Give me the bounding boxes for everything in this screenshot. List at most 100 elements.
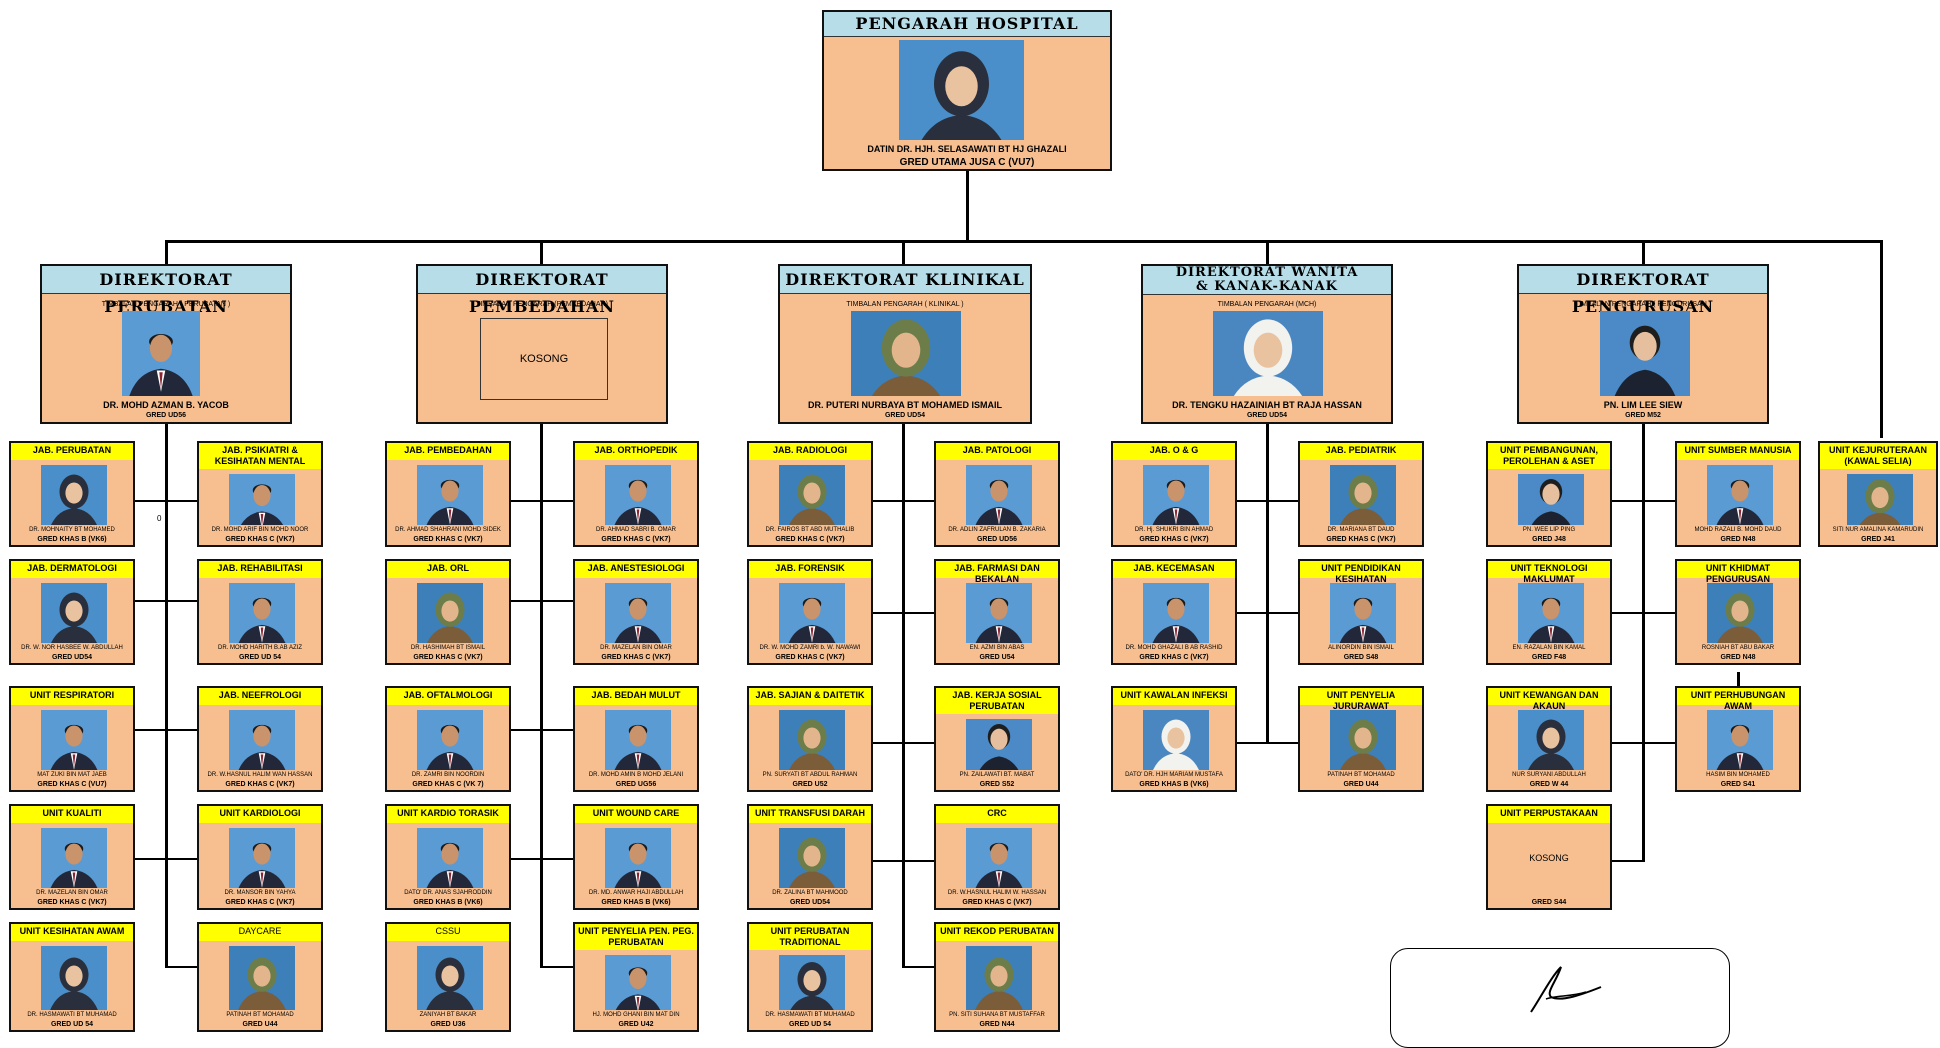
unit-photo [605,828,671,888]
directorate-title: DIREKTORAT PERUBATAN [42,266,290,316]
unit-head-name: SITI NUR AMALINA KAMARUDIN [1832,527,1924,533]
unit-title: JAB. OFTALMOLOGI [387,688,509,705]
unit-grade: GRED KHAS C (VK7) [225,899,295,906]
unit-photo [417,583,483,643]
unit-grade: GRED KHAS B (VK6) [1139,781,1209,788]
unit-grade: GRED KHAS C (VK7) [1139,536,1209,543]
unit-title: JAB. ANESTESIOLOGI [575,561,697,578]
unit-title: CRC [936,806,1058,823]
unit-title: UNIT SUMBER MANUSIA [1677,443,1799,460]
unit-title: JAB. RADIOLOGI [749,443,871,460]
director-title: PENGARAH HOSPITAL [824,12,1110,37]
unit-photo [41,465,107,525]
unit-title: UNIT KUALITI [11,806,133,823]
unit-title: UNIT PERHUBUNGAN AWAM [1677,688,1799,711]
unit-head-name: DR. HASMAWATI BT MUHAMAD [27,1012,117,1018]
directorate-name: DR. MOHD AZMAN B. YACOB [103,400,229,410]
unit-title: JAB. ORTHOPEDIK [575,443,697,460]
director-name: DATIN DR. HJH. SELASAWATI BT HJ GHAZALI [867,144,1067,154]
unit-photo [1707,710,1773,770]
unit-box: JAB. OFTALMOLOGI DR. ZAMRI BIN NOORDIN GRE… [385,686,511,792]
directorate-photo [851,311,961,396]
directorate-name: DR. PUTERI NURBAYA BT MOHAMED ISMAIL [807,400,1002,410]
directorate-perubatan: DIREKTORAT PERUBATAN TIMBALAN PENGARAH (… [40,264,292,424]
unit-photo [417,710,483,770]
unit-grade: GRED U44 [1343,781,1379,788]
unit-title: UNIT KESIHATAN AWAM [11,924,133,941]
unit-head-name: DR. MAZELAN BIN OMAR [36,890,108,896]
unit-photo [41,828,107,888]
unit-grade: GRED S52 [979,781,1015,788]
unit-head-name: DR. Hj. SHUKRI BIN AHMAD [1134,527,1214,533]
unit-photo [229,710,295,770]
unit-photo [605,955,671,1010]
unit-head-name: DR. AHMAD SABRI B. OMAR [595,527,676,533]
unit-title: UNIT TRANSFUSI DARAH [749,806,871,823]
unit-head-name: DR. ZAMRI BIN NOORDIN [411,772,485,778]
unit-photo [229,946,295,1010]
unit-title: UNIT PENDIDIKAN KESIHATAN [1300,561,1422,584]
unit-grade: GRED W 44 [1529,781,1569,788]
unit-head-name: DR. HASMAWATI BT MUHAMAD [765,1012,855,1018]
unit-grade: GRED J41 [1861,536,1895,543]
unit-head-name: DR. MOHNAITY BT MOHAMED [29,527,115,533]
unit-grade: GRED KHAS C (VK7) [962,899,1032,906]
unit-head-name: ZANIYAH BT BAKAR [419,1012,477,1018]
unit-head-name: NUR SURYANI ABDULLAH [1512,772,1586,778]
unit-head-name: DR. MOHD ARIF BIN MOHD NOOR [211,527,309,533]
unit-head-name: DR. AHMAD SHAHRANI MOHD SIDEK [395,527,501,533]
unit-grade: GRED S48 [1343,654,1379,661]
unit-grade: GRED S44 [1531,899,1567,906]
directorate-role: TIMBALAN PENGARAH ( PERUBATAN ) [101,301,231,308]
unit-title: UNIT WOUND CARE [575,806,697,823]
vacant-placeholder: KOSONG [480,318,608,400]
unit-head-name: MOHD RAZALI B. MOHD DAUD [1694,527,1782,533]
unit-photo [1518,710,1584,770]
unit-grade: GRED KHAS C (VK 7) [412,781,484,788]
directorate-photo [1600,311,1690,396]
directorate-title: DIREKTORAT PENGURUSAN [1519,266,1767,316]
unit-title: UNIT KARDIOLOGI [199,806,321,823]
unit-box: JAB. RADIOLOGI DR. FAIROS BT ABD MUTHALIB… [747,441,873,547]
unit-photo [1143,465,1209,525]
unit-head-name: DATO' DR. ANAS SJAHRODDIN [404,890,492,896]
unit-title: JAB. KECEMASAN [1113,561,1235,578]
unit-title: JAB. KERJA SOSIAL PERUBATAN [936,688,1058,714]
unit-head-name: PN. WEE LIP PING [1522,527,1576,533]
unit-grade: GRED KHAS C (VK7) [413,536,483,543]
directorate-name: PN. LIM LEE SIEW [1603,400,1683,410]
unit-grade: GRED KHAS C (VK7) [413,654,483,661]
unit-title: UNIT KARDIO TORASIK [387,806,509,823]
unit-head-name: DR. W.HASNUL HALIM WAN HASSAN [207,772,313,778]
unit-head-name: DR. MARIANA BT DAUD [1327,527,1395,533]
directorate-wanita: DIREKTORAT WANITA & KANAK-KANAK TIMBALAN… [1141,264,1393,424]
directorate-grade: GRED UD54 [884,412,926,419]
unit-grade: GRED KHAS C (VK7) [775,654,845,661]
signature-box [1390,948,1730,1048]
unit-box: UNIT SUMBER MANUSIA MOHD RAZALI B. MOHD D… [1675,441,1801,547]
unit-title: JAB. PEDIATRIK [1300,443,1422,460]
unit-head-name: DR. ADLIN ZAFRULAN B. ZAKARIA [948,527,1046,533]
unit-box: UNIT KARDIO TORASIK DATO' DR. ANAS SJAHRO… [385,804,511,910]
unit-head-name: DR. W. NOR HASBEE W. ABDULLAH [21,645,123,651]
unit-grade: GRED N48 [1720,654,1756,661]
unit-photo [779,465,845,525]
unit-head-name: DR. FAIROS BT ABD MUTHALIB [765,527,855,533]
unit-head-name: DATO' DR. HJH MARIAM MUSTAFA [1125,772,1223,778]
director-photo [899,40,1024,140]
